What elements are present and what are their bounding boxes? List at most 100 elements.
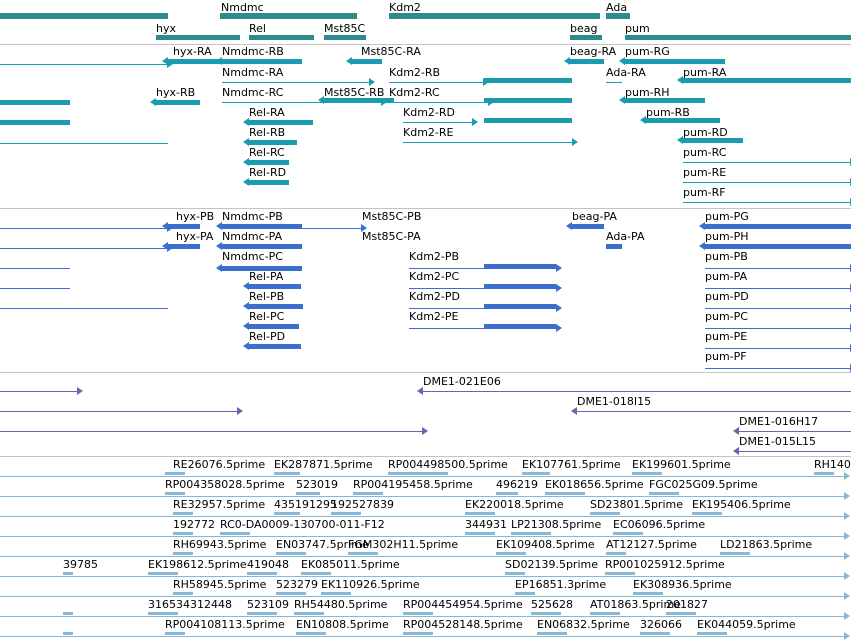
feature-intron-line[interactable] (0, 496, 845, 497)
feature-label[interactable]: RP004195458.5prime (353, 478, 473, 491)
feature-label[interactable]: RH58945.5prime (173, 578, 267, 591)
feature-exon-block[interactable] (294, 612, 324, 615)
feature-exon-block[interactable] (168, 59, 224, 64)
feature-intron-line[interactable] (389, 82, 484, 83)
feature-label[interactable]: Rel-PD (249, 330, 286, 343)
feature-intron-line[interactable] (0, 391, 78, 392)
feature-exon-block[interactable] (168, 244, 200, 249)
feature-label[interactable]: Rel-RC (249, 146, 285, 159)
feature-label[interactable]: EP16851.3prime (515, 578, 607, 591)
feature-exon-block[interactable] (63, 632, 73, 635)
feature-label[interactable]: hyx-PB (176, 210, 215, 223)
feature-exon-block[interactable] (389, 13, 600, 19)
feature-label[interactable]: Nmdmc-PB (222, 210, 283, 223)
feature-exon-block[interactable] (249, 180, 289, 185)
feature-label[interactable]: EK085011.5prime (301, 558, 400, 571)
feature-exon-block[interactable] (0, 100, 70, 105)
feature-intron-line[interactable] (705, 308, 851, 309)
feature-exon-block[interactable] (496, 552, 526, 555)
feature-exon-block[interactable] (496, 492, 518, 495)
feature-label[interactable]: LP21308.5prime (511, 518, 602, 531)
feature-label[interactable]: LD21863.5prime (720, 538, 813, 551)
feature-intron-line[interactable] (0, 143, 168, 144)
feature-intron-line[interactable] (389, 102, 489, 103)
feature-label[interactable]: Mst85C-PA (362, 230, 421, 243)
feature-label[interactable]: Rel-PA (249, 270, 284, 283)
feature-label[interactable]: Rel-RD (249, 166, 287, 179)
feature-label[interactable]: hyx-RB (156, 86, 196, 99)
feature-label[interactable]: pum-RF (683, 186, 726, 199)
feature-label[interactable]: pum-PD (705, 290, 749, 303)
feature-intron-line[interactable] (705, 328, 851, 329)
feature-exon-block[interactable] (247, 572, 277, 575)
feature-label[interactable]: beag (570, 22, 598, 35)
feature-exon-block[interactable] (484, 78, 572, 83)
feature-label[interactable]: RP004454954.5prime (403, 598, 523, 611)
feature-label[interactable]: pum-PF (705, 350, 747, 363)
feature-label[interactable]: Kdm2 (389, 1, 421, 14)
feature-exon-block[interactable] (606, 13, 630, 19)
feature-exon-block[interactable] (570, 35, 602, 40)
feature-intron-line[interactable] (409, 288, 557, 289)
feature-intron-line[interactable] (403, 122, 473, 123)
feature-intron-line[interactable] (705, 288, 851, 289)
feature-label[interactable]: pum-PC (705, 310, 748, 323)
feature-label[interactable]: hyx (156, 22, 176, 35)
feature-label[interactable]: EN06832.5prime (537, 618, 630, 631)
feature-exon-block[interactable] (484, 264, 556, 269)
feature-label[interactable]: pum-RH (625, 86, 670, 99)
feature-label[interactable]: EC06096.5prime (613, 518, 706, 531)
feature-label[interactable]: EK107761.5prime (522, 458, 621, 471)
feature-intron-line[interactable] (705, 348, 851, 349)
feature-label[interactable]: pum-RB (646, 106, 690, 119)
feature-label[interactable]: Rel-RB (249, 126, 286, 139)
feature-exon-block[interactable] (352, 59, 382, 64)
feature-label[interactable]: 344931 (465, 518, 507, 531)
feature-exon-block[interactable] (646, 118, 720, 123)
feature-label[interactable]: pum-RC (683, 146, 727, 159)
feature-exon-block[interactable] (168, 224, 200, 229)
feature-label[interactable]: EK110926.5prime (321, 578, 420, 591)
feature-exon-block[interactable] (276, 552, 306, 555)
feature-label[interactable]: Kdm2-RD (403, 106, 455, 119)
feature-exon-block[interactable] (165, 632, 185, 635)
feature-intron-line[interactable] (0, 636, 845, 637)
feature-label[interactable]: EK044059.5prime (697, 618, 796, 631)
feature-label[interactable]: Mst85C-PB (362, 210, 422, 223)
feature-label[interactable]: RE32957.5prime (173, 498, 266, 511)
feature-intron-line[interactable] (0, 411, 238, 412)
feature-label[interactable]: SD02139.5prime (505, 558, 598, 571)
feature-label[interactable]: Kdm2-RC (389, 86, 440, 99)
feature-exon-block[interactable] (633, 592, 663, 595)
feature-label[interactable]: 525628 (531, 598, 573, 611)
feature-label[interactable]: RE26076.5prime (173, 458, 266, 471)
feature-label[interactable]: RC0-DA0009-130700-011-F12 (220, 518, 385, 531)
feature-label[interactable]: SD23801.5prime (590, 498, 683, 511)
feature-exon-block[interactable] (484, 324, 556, 329)
feature-label[interactable]: RP004528148.5prime (403, 618, 523, 631)
feature-label[interactable]: DME1-015L15 (739, 435, 816, 448)
feature-exon-block[interactable] (348, 552, 378, 555)
feature-intron-line[interactable] (0, 516, 845, 517)
feature-intron-line[interactable] (0, 596, 845, 597)
feature-exon-block[interactable] (572, 224, 604, 229)
feature-label[interactable]: RH69943.5prime (173, 538, 267, 551)
feature-label[interactable]: Kdm2-RE (403, 126, 454, 139)
feature-label[interactable]: EK018656.5prime (545, 478, 644, 491)
feature-exon-block[interactable] (249, 284, 301, 289)
feature-exon-block[interactable] (0, 13, 168, 19)
feature-exon-block[interactable] (222, 224, 302, 229)
feature-exon-block[interactable] (324, 35, 366, 40)
feature-exon-block[interactable] (156, 100, 200, 105)
feature-label[interactable]: DME1-016H17 (739, 415, 819, 428)
feature-exon-block[interactable] (720, 552, 750, 555)
feature-exon-block[interactable] (705, 224, 851, 229)
feature-label[interactable]: Ada (606, 1, 628, 14)
feature-label[interactable]: Nmdmc-RB (222, 45, 284, 58)
feature-intron-line[interactable] (222, 82, 370, 83)
feature-label[interactable]: RP004358028.5prime (165, 478, 285, 491)
feature-label[interactable]: Mst85C-RA (361, 45, 421, 58)
feature-label[interactable]: pum (625, 22, 650, 35)
feature-exon-block[interactable] (484, 284, 556, 289)
